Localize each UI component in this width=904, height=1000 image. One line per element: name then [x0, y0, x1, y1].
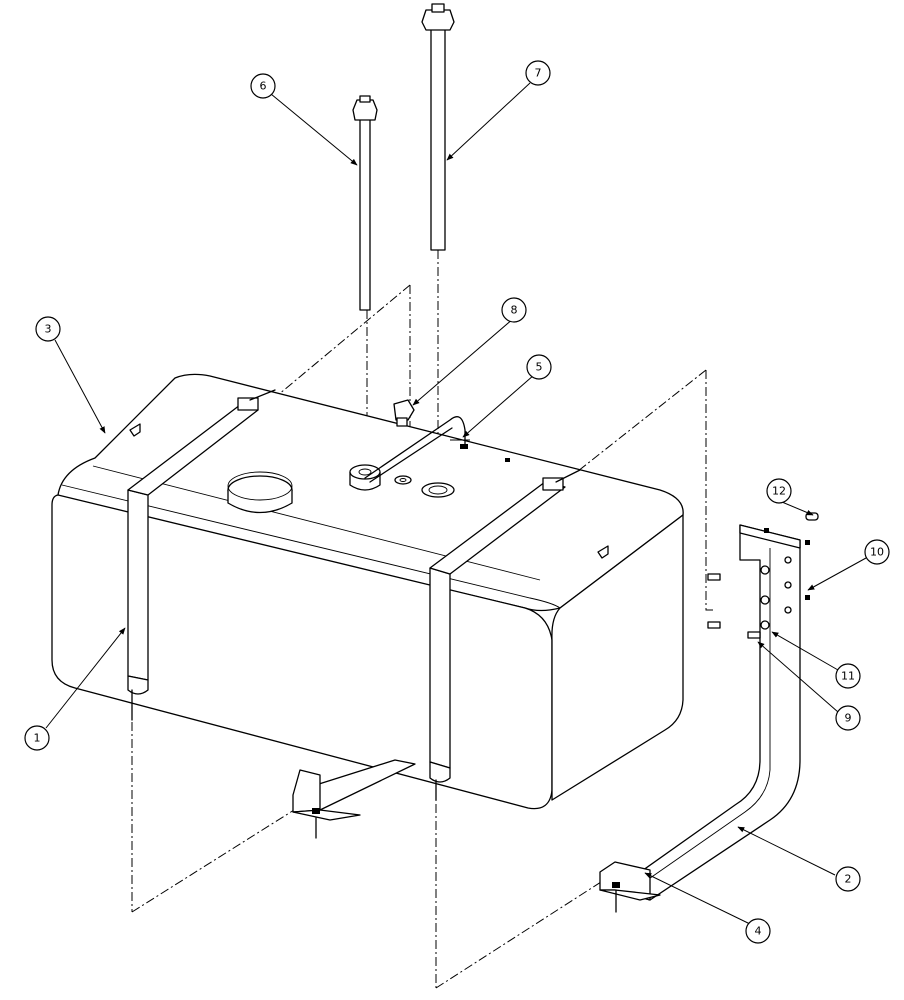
callout-1-label: 1: [34, 732, 41, 745]
callout-4: 4: [745, 918, 771, 944]
callout-6-label: 6: [260, 80, 267, 93]
callout-10-label: 10: [870, 546, 884, 559]
callout-5: 5: [526, 354, 552, 380]
callout-6: 6: [250, 73, 276, 99]
callout-7: 7: [525, 60, 551, 86]
fitting-8: [393, 399, 415, 427]
callout-2: 2: [835, 866, 861, 892]
callout-11-label: 11: [841, 670, 855, 683]
callout-3: 3: [35, 316, 61, 342]
lower-bracket: [292, 759, 416, 839]
callout-4-label: 4: [755, 925, 762, 938]
callout-5-label: 5: [536, 361, 543, 374]
sender-unit-6: [352, 95, 378, 311]
callout-10: 10: [864, 539, 890, 565]
callout-8: 8: [501, 297, 527, 323]
callout-9: 9: [835, 705, 861, 731]
sender-unit-7: [421, 3, 455, 251]
callout-1: 1: [24, 725, 50, 751]
callout-12-label: 12: [772, 485, 786, 498]
support-bracket: [599, 512, 819, 913]
callout-12: 12: [766, 478, 792, 504]
tank-straps: [127, 389, 581, 801]
callout-2-label: 2: [845, 873, 852, 886]
callout-7-label: 7: [535, 67, 542, 80]
leader-lines: [45, 82, 867, 925]
assembly-dash-lines: [131, 250, 715, 989]
callout-11: 11: [835, 663, 861, 689]
callout-8-label: 8: [511, 304, 518, 317]
callout-3-label: 3: [45, 323, 52, 336]
callout-9-label: 9: [845, 712, 852, 725]
